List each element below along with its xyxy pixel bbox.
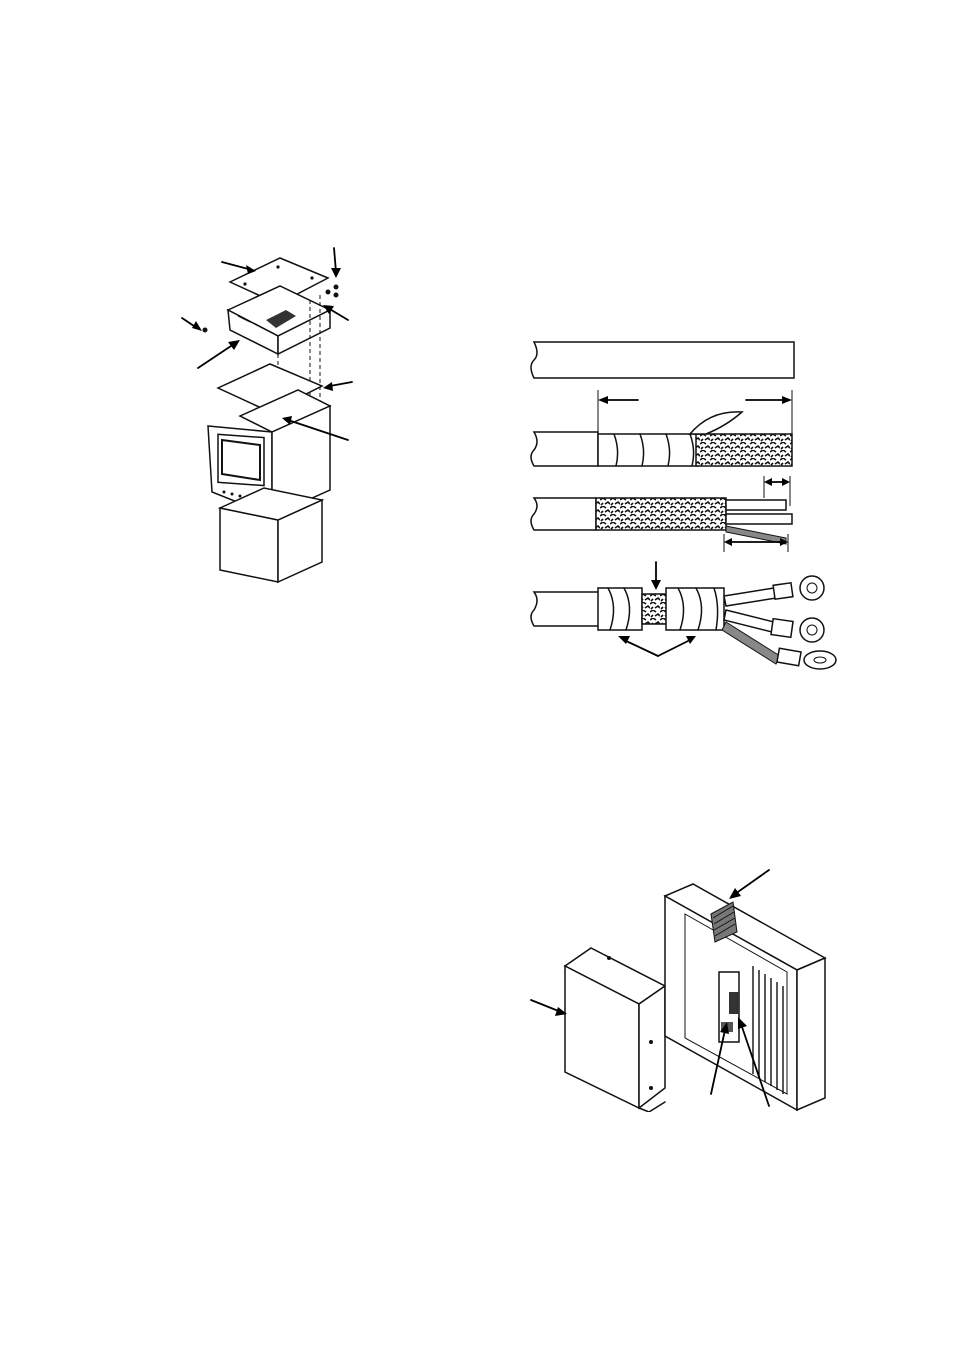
exploded-assembly-drawing bbox=[170, 240, 370, 590]
cable-stripping-steps-drawing bbox=[520, 330, 850, 680]
cover-removal-figure bbox=[525, 862, 845, 1112]
cover-removal-drawing bbox=[525, 862, 845, 1112]
exploded-assembly-figure bbox=[170, 240, 370, 590]
cable-preparation-figure bbox=[520, 330, 850, 680]
